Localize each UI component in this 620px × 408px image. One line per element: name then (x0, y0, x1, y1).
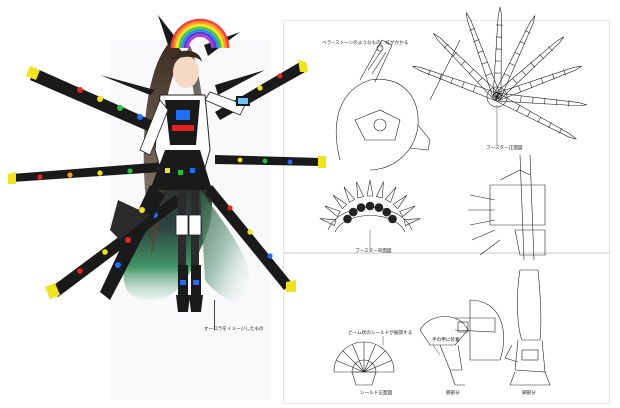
booster-back-label: ブースター背面図 (355, 249, 392, 254)
right-lower-spear (205, 185, 296, 292)
head-side-diagram (335, 39, 461, 171)
booster-front-diagram (412, 6, 587, 140)
panel-right-bottom (283, 252, 610, 404)
leg-diagram (504, 269, 551, 386)
shield-blade (100, 185, 165, 300)
arm-part-label: 腕部分 (446, 391, 460, 396)
leg-part-label: 脚部分 (522, 391, 536, 396)
shield-fan-diagram (333, 341, 395, 373)
skirt-note-label: オーロラをイメージしたもの (204, 327, 264, 332)
rainbow-halo (170, 18, 230, 49)
character-body (100, 15, 265, 312)
booster-back-diagram (319, 179, 421, 233)
arm-diagram (419, 299, 504, 386)
panel-right-top (283, 20, 610, 254)
booster-front-label: ブースター正面図 (486, 146, 523, 151)
technical-diagrams (319, 6, 587, 386)
shield-note-label: ビーム状のシールドが展開する (348, 331, 413, 336)
character-illustration (8, 15, 326, 312)
shield-front-label: シールド正面図 (360, 391, 393, 396)
hand-note-label: 手の甲に装着 (432, 338, 460, 343)
booster-side-diagram (468, 154, 546, 261)
header-note-label: ベラ−ストーンのようなもの 虹がかかる (322, 41, 409, 46)
right-middle-spear (215, 155, 326, 168)
